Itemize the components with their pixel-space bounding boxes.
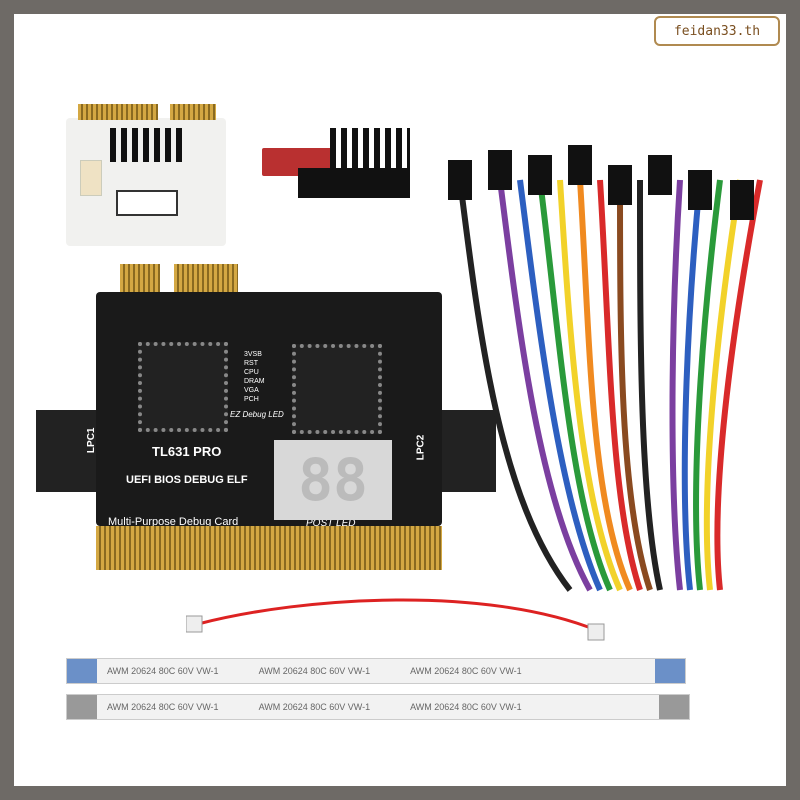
led-label: RST: [244, 360, 258, 367]
ribbon-print: AWM 20624 80C 60V VW-1: [258, 702, 371, 712]
chip-2: [292, 344, 382, 434]
lpc1-connector: [36, 410, 96, 492]
watermark: feidan33.th: [654, 16, 780, 46]
ribbon-print: AWM 20624 80C 60V VW-1: [107, 702, 219, 712]
mini-pcie-adapter-board: [66, 104, 226, 246]
ribbon-print: AWM 20624 80C 60V VW-1: [107, 666, 219, 676]
led-label: CPU: [244, 369, 259, 376]
ffc-ribbon-cable-1: AWM 20624 80C 60V VW-1 AWM 20624 80C 60V…: [66, 658, 686, 684]
lpc2-label: LPC2: [415, 434, 427, 461]
pcie-edge-2: [174, 264, 238, 294]
ribbon-print: AWM 20624 80C 60V VW-1: [410, 666, 522, 676]
led-label: VGA: [244, 387, 259, 394]
seven-segment-display: 88: [274, 440, 392, 520]
ribbon-print: AWM 20624 80C 60V VW-1: [258, 666, 371, 676]
pin-header: [330, 128, 410, 168]
dupont-jumper-wires: [448, 145, 763, 592]
pin-header-base: [298, 168, 410, 198]
description-label: Multi-Purpose Debug Card: [108, 516, 239, 528]
chip-1: [138, 342, 228, 432]
status-leds: 3VSB RST CPU DRAM VGA PCH: [244, 350, 265, 404]
led-label: 3VSB: [244, 351, 262, 358]
ffc-ribbon-cable-2: AWM 20624 80C 60V VW-1 AWM 20624 80C 60V…: [66, 694, 690, 720]
led-label: DRAM: [244, 378, 265, 385]
ez-debug-label: EZ Debug LED: [230, 410, 284, 419]
lpc1-label: LPC1: [86, 427, 98, 454]
ribbon-print: AWM 20624 80C 60V VW-1: [410, 702, 522, 712]
model-label: TL631 PRO: [152, 444, 222, 459]
pcie-edge: [120, 264, 160, 294]
post-led-label: POST LED: [306, 518, 356, 529]
lpc2-connector: [440, 410, 496, 492]
red-jst-cable: [186, 598, 605, 641]
subtitle-label: UEFI BIOS DEBUG ELF: [126, 474, 248, 486]
pci-gold-fingers: [96, 526, 442, 570]
led-label: PCH: [244, 396, 259, 403]
